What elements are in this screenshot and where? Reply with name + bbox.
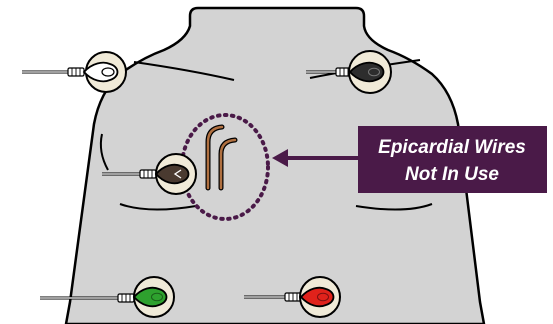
snap-electrode-icon [140, 170, 156, 178]
snap-electrode-icon [118, 294, 134, 302]
snap-electrode-icon [285, 293, 301, 301]
electrode-right-arm [22, 52, 126, 92]
callout-line1: Epicardial Wires [378, 137, 526, 158]
snap-electrode-icon [68, 68, 84, 76]
callout-line2: Not In Use [405, 164, 499, 185]
